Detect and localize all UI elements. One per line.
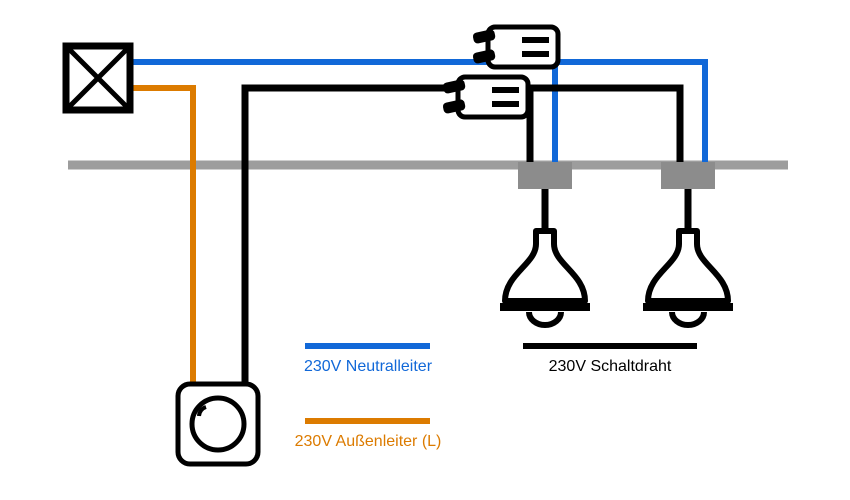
pendant-lamp-right	[643, 189, 733, 325]
dimmer-switch	[175, 381, 261, 467]
wire-connector-bottom	[442, 77, 528, 117]
phase-wire	[128, 85, 196, 388]
legend-phase-label: 230V Außenleiter (L)	[295, 433, 442, 450]
lamp-mount-right	[661, 162, 715, 189]
junction-box-cross-icon	[64, 44, 132, 112]
lamp-mount-left	[518, 162, 572, 189]
pendant-lamp-left	[500, 189, 590, 325]
neutral-wire	[128, 59, 708, 172]
legend-neutral-label: 230V Neutralleiter	[304, 358, 433, 375]
wire-connector-top	[472, 27, 558, 67]
dimmer-knob	[189, 395, 247, 453]
junction-box	[62, 42, 134, 114]
neutral-wire-run	[128, 59, 708, 172]
dimmer-knob-marker-icon	[197, 405, 207, 417]
phase-wire-run	[128, 85, 196, 388]
legend: 230V Neutralleiter 230V Schaltdraht 230V…	[295, 343, 697, 450]
legend-switched-label: 230V Schaltdraht	[549, 358, 672, 375]
